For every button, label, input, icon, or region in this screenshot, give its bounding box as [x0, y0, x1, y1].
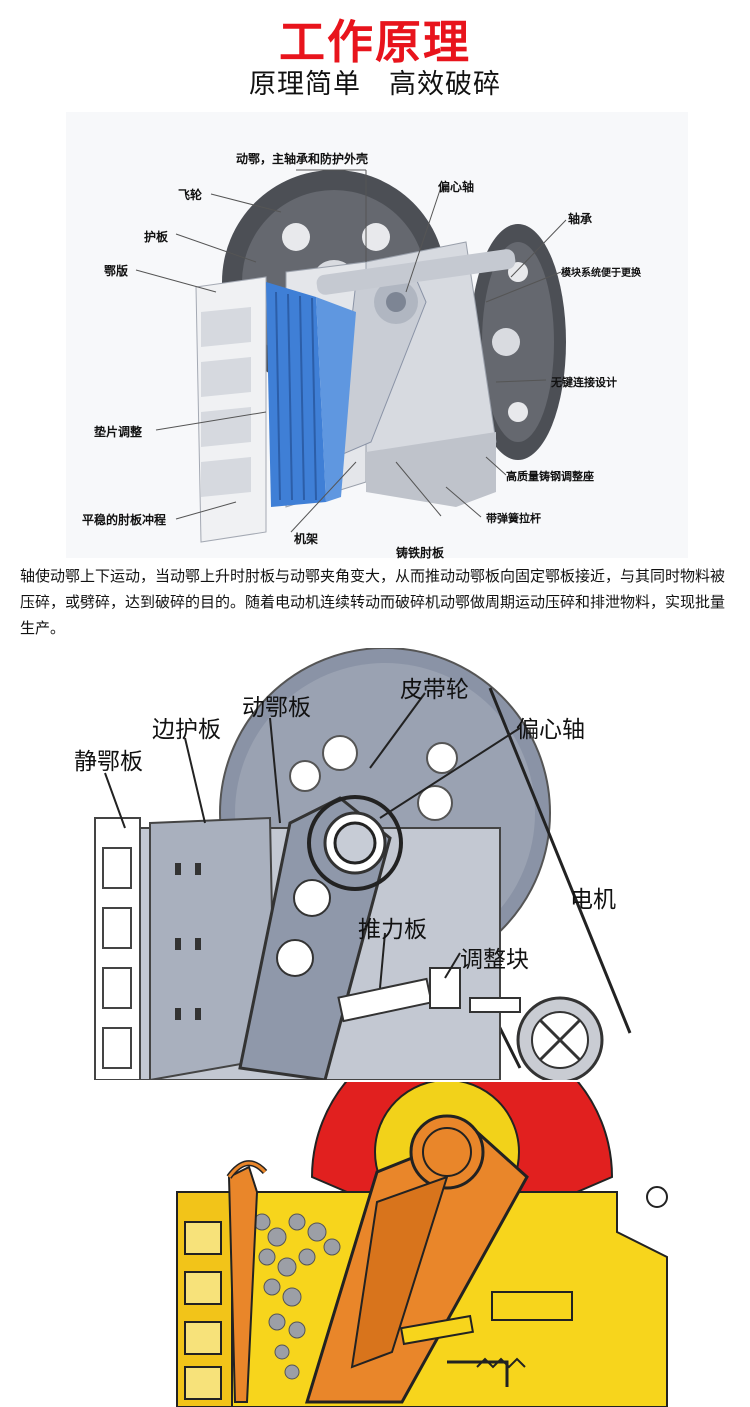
label-side-guard: 边护板 [152, 717, 221, 743]
label-spring-rod: 带弹簧拉杆 [486, 512, 541, 525]
label-cast-seat: 高质量铸钢调整座 [506, 470, 594, 483]
crusher-exploded-illustration: 动鄂，主轴承和防护外壳 飞轮 护板 鄂版 偏心轴 轴承 模块系统便于更换 无键连… [66, 112, 688, 560]
crusher-schematic-drawing [94, 648, 632, 1080]
crusher-3d-drawing [135, 169, 567, 543]
label-adjust-block: 调整块 [460, 947, 529, 973]
page-title: 工作原理 [279, 15, 471, 69]
crusher-cross-section-drawing [176, 1082, 668, 1407]
label-flywheel: 飞轮 [178, 188, 203, 202]
label-guard-plate: 护板 [144, 230, 169, 244]
page-subtitle: 原理简单 高效破碎 [249, 69, 501, 100]
crusher-color-cross-section [147, 1082, 697, 1407]
label-fixed-jaw: 静鄂板 [74, 749, 143, 775]
label-module: 模块系统便于更换 [561, 268, 641, 279]
crusher-labeled-diagram: 皮带轮 动鄂板 边护板 静鄂板 偏心轴 电机 推力板 调整块 [40, 648, 718, 1080]
label-moving-jaw: 动鄂板 [242, 695, 311, 721]
label-frame: 机架 [294, 532, 319, 546]
label-eccentric: 偏心轴 [438, 180, 475, 194]
label-eccentric-shaft: 偏心轴 [516, 717, 585, 743]
label-toggle-smooth: 平稳的肘板冲程 [82, 513, 167, 527]
label-jaw-bearing: 动鄂，主轴承和防护外壳 [236, 152, 369, 166]
label-shim: 垫片调整 [94, 425, 143, 439]
working-principle-description: 轴使动鄂上下运动，当动鄂上升时肘板与动鄂夹角变大，从而推动动鄂板向固定鄂板接近，… [20, 567, 726, 637]
label-bearing: 轴承 [568, 212, 593, 226]
label-no-key: 无键连接设计 [551, 376, 617, 389]
label-toggle-plate: 推力板 [358, 917, 427, 943]
label-cast-toggle: 铸铁肘板 [396, 546, 445, 560]
label-jaw-plate: 鄂版 [104, 264, 129, 278]
label-belt-pulley: 皮带轮 [400, 677, 469, 703]
label-motor: 电机 [570, 887, 616, 913]
